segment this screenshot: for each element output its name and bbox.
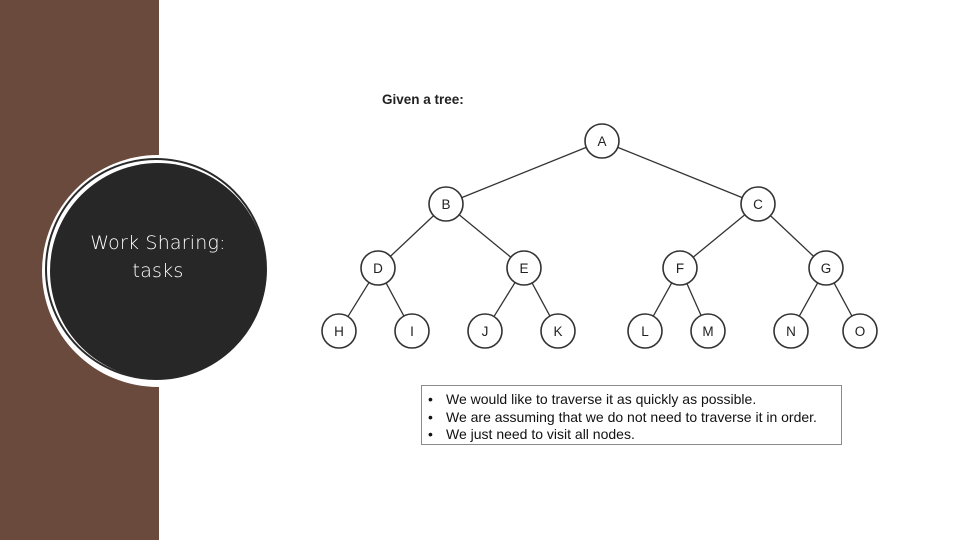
node-circle: [690, 313, 726, 349]
node-circle: [584, 123, 620, 159]
node-circle: [740, 186, 776, 222]
node-label: N: [786, 324, 796, 339]
node-label: D: [373, 261, 383, 276]
title-circle: Work Sharing: tasks: [50, 163, 266, 379]
node-circle: [506, 250, 542, 286]
node-circle: [808, 250, 844, 286]
node-circle: [360, 250, 396, 286]
node-label: E: [519, 261, 528, 276]
slide-title-line-2: tasks: [132, 260, 184, 282]
tree-node-K: K: [540, 313, 576, 349]
edge-A-C: [617, 146, 743, 199]
node-circle: [321, 313, 357, 349]
node-label: M: [702, 324, 713, 339]
tree-node-J: J: [467, 313, 503, 349]
note-item-3: We just need to visit all nodes.: [428, 426, 841, 444]
tree-heading: Given a tree:: [382, 92, 464, 107]
node-label: G: [821, 261, 832, 276]
tree-node-C: C: [740, 186, 776, 222]
node-circle: [394, 313, 430, 349]
edge-A-B: [461, 146, 587, 199]
node-label: L: [641, 324, 649, 339]
tree-node-F: F: [662, 250, 698, 286]
tree-node-B: B: [428, 186, 464, 222]
edge-D-I: [385, 282, 405, 317]
edge-B-D: [389, 215, 435, 257]
node-label: H: [334, 324, 344, 339]
edge-B-E: [458, 214, 512, 258]
node-circle: [540, 313, 576, 349]
tree-nodes: A B C D E F G H I J K L M N O: [321, 123, 878, 349]
edge-F-M: [686, 283, 702, 316]
node-label: K: [553, 324, 562, 339]
edge-C-G: [769, 215, 815, 257]
slide-title-line-1: Work Sharing:: [90, 232, 226, 254]
note-item-2: We are assuming that we do not need to t…: [428, 409, 841, 427]
edge-C-F: [692, 214, 746, 258]
edge-G-O: [833, 282, 853, 317]
node-circle: [428, 186, 464, 222]
edge-F-L: [652, 282, 673, 317]
node-circle: [842, 313, 878, 349]
tree-node-D: D: [360, 250, 396, 286]
node-label: C: [753, 197, 763, 212]
node-label: I: [410, 324, 414, 339]
tree-node-A: A: [584, 123, 620, 159]
edge-D-H: [347, 282, 370, 317]
tree-edges: [347, 146, 853, 317]
node-circle: [467, 313, 503, 349]
node-circle: [773, 313, 809, 349]
tree-node-O: O: [842, 313, 878, 349]
edge-E-J: [493, 282, 516, 317]
title-circle-ring: [45, 158, 267, 380]
notes-box: We would like to traverse it as quickly …: [421, 385, 842, 445]
node-label: B: [441, 197, 450, 212]
tree-node-N: N: [773, 313, 809, 349]
node-label: A: [597, 134, 606, 149]
edge-E-K: [531, 282, 551, 317]
node-circle: [627, 313, 663, 349]
node-label: J: [482, 324, 489, 339]
tree-node-E: E: [506, 250, 542, 286]
node-label: O: [855, 324, 866, 339]
tree-node-I: I: [394, 313, 430, 349]
slide-title: Work Sharing: tasks: [90, 229, 225, 285]
tree-node-G: G: [808, 250, 844, 286]
node-circle: [662, 250, 698, 286]
note-item-1: We would like to traverse it as quickly …: [428, 391, 841, 409]
tree-node-L: L: [627, 313, 663, 349]
tree-node-M: M: [690, 313, 726, 349]
tree-node-H: H: [321, 313, 357, 349]
edge-G-N: [798, 282, 819, 317]
node-label: F: [676, 261, 684, 276]
